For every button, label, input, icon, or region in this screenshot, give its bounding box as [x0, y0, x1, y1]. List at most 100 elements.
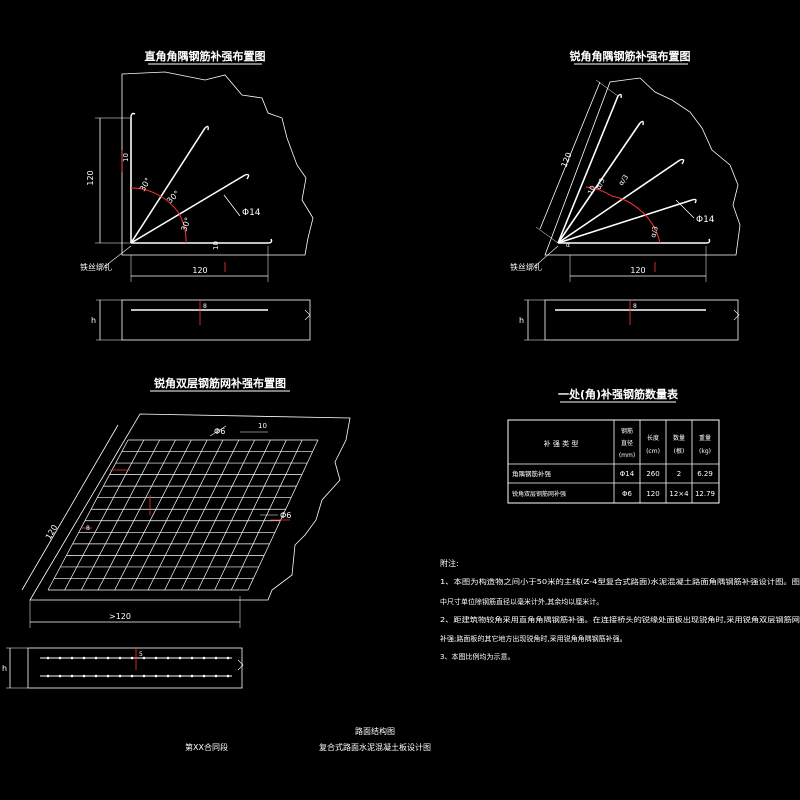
diagonal-rebar-60 [130, 127, 206, 244]
header-length: 长度 [647, 434, 659, 442]
section-dimension: 8 [633, 303, 637, 310]
notes-heading: 附注: [440, 558, 459, 568]
spacing-label: 10 [212, 241, 220, 250]
diagonal-rebar-30 [130, 174, 246, 244]
small-dimension: 8 [86, 525, 90, 532]
bar-cross-section [118, 656, 122, 660]
thickness-label: h [2, 664, 7, 673]
mesh-bar [147, 439, 224, 591]
header-quantity: 数量 [673, 434, 685, 442]
slab-outline [544, 77, 741, 256]
mesh-bar-diameter: Φ6 [214, 427, 225, 436]
spacing-label: 10 [122, 153, 130, 162]
bar-cross-section [166, 656, 170, 660]
angle-label: α/3 [617, 173, 630, 187]
dimension-line [539, 81, 601, 230]
bar-cross-section [178, 674, 182, 678]
mesh-bar [131, 439, 208, 591]
horizontal-dimension: 120 [630, 266, 645, 275]
thickness-label: h [91, 316, 96, 325]
note-line: 1、本图为构造物之间小于50米的主线(Z-4型复合式路面)水泥混凝土路面角隅钢筋… [440, 577, 800, 586]
table-title: 一处(角)补强钢筋数量表 [558, 387, 679, 401]
angle-arc [130, 187, 161, 197]
bar-cross-section [58, 656, 62, 660]
dimension-line [21, 424, 119, 591]
svg-text:(根): (根) [674, 447, 685, 455]
bar-cross-section [94, 656, 98, 660]
svg-text:6.29: 6.29 [697, 470, 713, 478]
angle-label: α [566, 242, 570, 249]
mesh-bar [164, 439, 240, 591]
svg-text:锐角双层钢筋网补强: 锐角双层钢筋网补强 [512, 490, 566, 498]
section-view [544, 299, 739, 341]
inclined-dimension: 120 [44, 523, 59, 541]
mesh-bar [214, 439, 287, 591]
svg-text:120: 120 [646, 490, 659, 498]
mesh-bar [114, 439, 192, 591]
spacing-label: 10 [586, 184, 597, 195]
double-layer-mesh-drawing: 锐角双层钢筋网补强布置图 Φ6 10 Φ6 120 8 >120 5 h [2, 376, 351, 689]
bar-cross-section [226, 674, 230, 678]
title-block: 路面结构图 第XX合同段 复合式路面水泥混凝土板设计图 [185, 726, 431, 752]
bar-cross-section [226, 656, 230, 660]
mesh-bar [47, 439, 129, 591]
svg-text:2: 2 [677, 470, 681, 478]
bar-diameter-label: Φ14 [696, 215, 715, 225]
bar-cross-section [166, 674, 170, 678]
acute-angle-corner-drawing: 锐角角隅钢筋补强布置图 α/3 α/3 α/3 α Φ14 120 10 铁丝绑… [510, 49, 741, 341]
svg-text:Φ6: Φ6 [622, 490, 633, 498]
svg-text:Φ14: Φ14 [620, 470, 635, 478]
bar-cross-section [154, 656, 158, 660]
bar-cross-section [130, 656, 134, 660]
mesh-bar [97, 439, 176, 591]
bar-cross-section [82, 674, 86, 678]
note-line: 中尺寸单位除钢筋直径以毫米计外,其余均以厘米计。 [440, 597, 603, 606]
mesh-bar [247, 439, 319, 591]
svg-text:(cm): (cm) [646, 448, 660, 455]
bar-cross-section [106, 656, 110, 660]
note-line: 3、本图比例均为示意。 [440, 652, 514, 661]
section-view [121, 299, 311, 341]
diagonal-rebar [557, 199, 693, 244]
bar-cross-section [142, 674, 146, 678]
angle-label: 30° [138, 176, 153, 193]
bar-cross-section [46, 674, 50, 678]
table-row: 锐角双层钢筋网补强 Φ6 120 12×4 12.79 [512, 490, 715, 498]
mesh-bar [81, 439, 160, 591]
drawing-category: 路面结构图 [355, 726, 395, 736]
slab-outline [29, 413, 351, 601]
note-line: 2、距建筑物较角采用直角角隅钢筋补强。在连接桥头的锐缘处面板出现锐角时,采用锐角… [440, 615, 800, 624]
bar-cross-section [94, 674, 98, 678]
rebar-mesh [47, 439, 319, 591]
bar-cross-section [154, 674, 158, 678]
note-line: 补强;路面板的其它地方出现锐角时,采用锐角角隅钢筋补强。 [440, 634, 627, 643]
angle-label: 30° [165, 189, 181, 205]
bar-cross-section [46, 656, 50, 660]
bar-cross-section [214, 674, 218, 678]
svg-text:12×4: 12×4 [669, 490, 689, 498]
bar-cross-section [202, 656, 206, 660]
slab-outline [121, 71, 314, 256]
thickness-label: h [519, 316, 524, 325]
mesh-bar-diameter: Φ6 [280, 511, 291, 520]
bar-cross-section [70, 674, 74, 678]
header-weight: 重量 [699, 434, 711, 442]
bar-cross-section [178, 656, 182, 660]
bar-cross-section [58, 674, 62, 678]
section-dimension: 8 [203, 303, 207, 310]
svg-text:(kg): (kg) [699, 448, 711, 455]
right-angle-title: 直角角隅钢筋补强布置图 [145, 49, 266, 63]
rebar-quantity-table: 一处(角)补强钢筋数量表 补 强 类 型 钢筋 直径 (mm) 长度 (cm) … [507, 387, 720, 504]
mesh-bar [197, 439, 271, 591]
bar-cross-section [142, 656, 146, 660]
table-frame [507, 419, 720, 504]
bar-cross-section [190, 656, 194, 660]
header-diameter: 钢筋 [621, 427, 633, 435]
bar-cross-section [70, 656, 74, 660]
bar-cross-section [82, 656, 86, 660]
drawing-name: 复合式路面水泥混凝土板设计图 [319, 742, 431, 752]
svg-text:直径: 直径 [621, 439, 633, 447]
bar-cross-section [130, 674, 134, 678]
section-dimension: 5 [139, 651, 143, 658]
